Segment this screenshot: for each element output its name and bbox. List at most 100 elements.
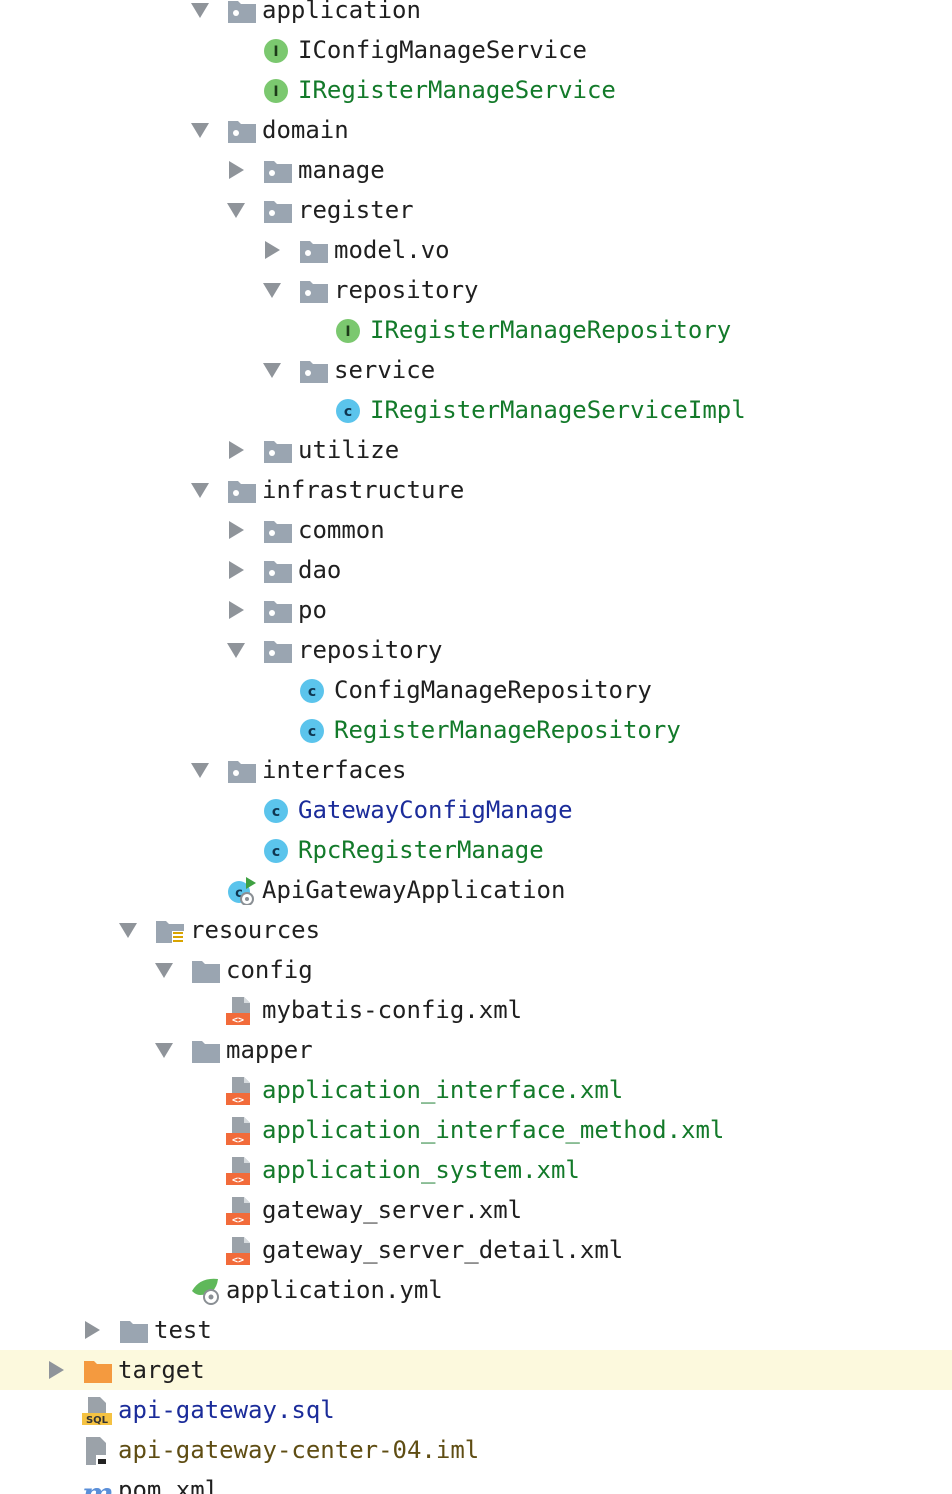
- tree-node-label: utilize: [298, 436, 400, 464]
- svg-text:<>: <>: [232, 1215, 244, 1225]
- expand-arrow-down-icon[interactable]: [190, 480, 210, 500]
- tree-node-mybatis-config-xml[interactable]: <>mybatis-config.xml: [0, 990, 952, 1030]
- sql-file-icon: SQL: [82, 1397, 114, 1426]
- tree-node-utilize[interactable]: utilize: [0, 430, 952, 470]
- package-folder-icon: [262, 637, 294, 665]
- tree-node-label: dao: [298, 556, 342, 584]
- expand-arrow-down-icon[interactable]: [190, 0, 210, 20]
- svg-text:c: c: [344, 404, 352, 420]
- expand-arrow-down-icon[interactable]: [154, 1040, 174, 1060]
- tree-node-repository[interactable]: repository: [0, 630, 952, 670]
- tree-node-domain[interactable]: domain: [0, 110, 952, 150]
- expand-arrow-right-icon[interactable]: [46, 1360, 66, 1380]
- xml-file-icon: <>: [226, 1237, 258, 1266]
- tree-node-infrastructure[interactable]: infrastructure: [0, 470, 952, 510]
- class-icon: c: [262, 837, 294, 865]
- tree-node-label: pom.xml: [118, 1476, 220, 1494]
- spring-boot-class-icon: c: [226, 877, 258, 906]
- svg-text:c: c: [272, 804, 280, 820]
- tree-node-test[interactable]: test: [0, 1310, 952, 1350]
- expand-arrow-right-icon[interactable]: [226, 600, 246, 620]
- tree-node-label: target: [118, 1356, 205, 1384]
- tree-node-application-yml[interactable]: application.yml: [0, 1270, 952, 1310]
- expand-arrow-down-icon[interactable]: [190, 760, 210, 780]
- expand-arrow-down-icon[interactable]: [262, 360, 282, 380]
- expand-arrow-right-icon[interactable]: [226, 160, 246, 180]
- expand-arrow-down-icon[interactable]: [226, 640, 246, 660]
- tree-node-label: po: [298, 596, 327, 624]
- tree-node-registermanagerepository[interactable]: c RegisterManageRepository: [0, 710, 952, 750]
- tree-node-label: repository: [298, 636, 443, 664]
- tree-node-mapper[interactable]: mapper: [0, 1030, 952, 1070]
- tree-node-application[interactable]: application: [0, 0, 952, 30]
- expand-arrow-down-icon[interactable]: [262, 280, 282, 300]
- package-folder-icon: [226, 117, 258, 145]
- expand-arrow-right-icon[interactable]: [226, 440, 246, 460]
- tree-node-label: mybatis-config.xml: [262, 996, 523, 1024]
- tree-node-label: domain: [262, 116, 349, 144]
- expand-arrow-right-icon[interactable]: [226, 520, 246, 540]
- tree-node-label: RpcRegisterManage: [298, 836, 544, 864]
- xml-file-icon: <>: [226, 1157, 258, 1186]
- tree-node-target[interactable]: target: [0, 1350, 952, 1390]
- package-folder-icon: [298, 277, 330, 305]
- expand-arrow-right-icon[interactable]: [262, 240, 282, 260]
- tree-node-application-system-xml[interactable]: <>application_system.xml: [0, 1150, 952, 1190]
- svg-text:c: c: [308, 724, 316, 740]
- package-folder-icon: [226, 757, 258, 785]
- tree-node-service[interactable]: service: [0, 350, 952, 390]
- tree-node-application-interface-xml[interactable]: <>application_interface.xml: [0, 1070, 952, 1110]
- tree-node-config[interactable]: config: [0, 950, 952, 990]
- svg-text:m: m: [82, 1477, 114, 1494]
- expand-arrow-down-icon[interactable]: [226, 200, 246, 220]
- package-folder-icon: [262, 597, 294, 625]
- tree-node-label: IRegisterManageService: [298, 76, 616, 104]
- tree-node-dao[interactable]: dao: [0, 550, 952, 590]
- tree-node-label: service: [334, 356, 436, 384]
- package-folder-icon: [298, 357, 330, 385]
- svg-text:c: c: [308, 684, 316, 700]
- tree-node-common[interactable]: common: [0, 510, 952, 550]
- expand-arrow-right-icon[interactable]: [226, 560, 246, 580]
- tree-node-application-interface-method-xml[interactable]: <>application_interface_method.xml: [0, 1110, 952, 1150]
- folder-icon: [118, 1317, 150, 1345]
- class-icon: c: [262, 797, 294, 825]
- tree-node-iregistermanageserviceimpl[interactable]: c IRegisterManageServiceImpl: [0, 390, 952, 430]
- svg-text:<>: <>: [232, 1135, 244, 1145]
- tree-node-iregistermanageservice[interactable]: I IRegisterManageService: [0, 70, 952, 110]
- tree-node-resources[interactable]: resources: [0, 910, 952, 950]
- expand-arrow-down-icon[interactable]: [154, 960, 174, 980]
- tree-node-register[interactable]: register: [0, 190, 952, 230]
- tree-node-label: IRegisterManageServiceImpl: [370, 396, 746, 424]
- expand-arrow-right-icon[interactable]: [82, 1320, 102, 1340]
- tree-node-label: common: [298, 516, 385, 544]
- svg-text:I: I: [273, 84, 278, 100]
- tree-node-pom-xml[interactable]: mpom.xml: [0, 1470, 952, 1494]
- tree-node-label: api-gateway-center-04.iml: [118, 1436, 480, 1464]
- tree-node-interfaces[interactable]: interfaces: [0, 750, 952, 790]
- tree-node-label: infrastructure: [262, 476, 465, 504]
- tree-node-gateway-server-xml[interactable]: <>gateway_server.xml: [0, 1190, 952, 1230]
- svg-text:I: I: [273, 44, 278, 60]
- expand-arrow-down-icon[interactable]: [190, 120, 210, 140]
- tree-node-po[interactable]: po: [0, 590, 952, 630]
- expand-arrow-down-icon[interactable]: [118, 920, 138, 940]
- tree-node-manage[interactable]: manage: [0, 150, 952, 190]
- excluded-folder-icon: [82, 1357, 114, 1385]
- tree-node-label: register: [298, 196, 414, 224]
- class-icon: c: [298, 717, 330, 745]
- tree-node-api-gateway-center-04-iml[interactable]: api-gateway-center-04.iml: [0, 1430, 952, 1470]
- tree-node-repository[interactable]: repository: [0, 270, 952, 310]
- tree-node-model-vo[interactable]: model.vo: [0, 230, 952, 270]
- package-folder-icon: [262, 517, 294, 545]
- tree-node-label: RegisterManageRepository: [334, 716, 681, 744]
- tree-node-gateway-server-detail-xml[interactable]: <>gateway_server_detail.xml: [0, 1230, 952, 1270]
